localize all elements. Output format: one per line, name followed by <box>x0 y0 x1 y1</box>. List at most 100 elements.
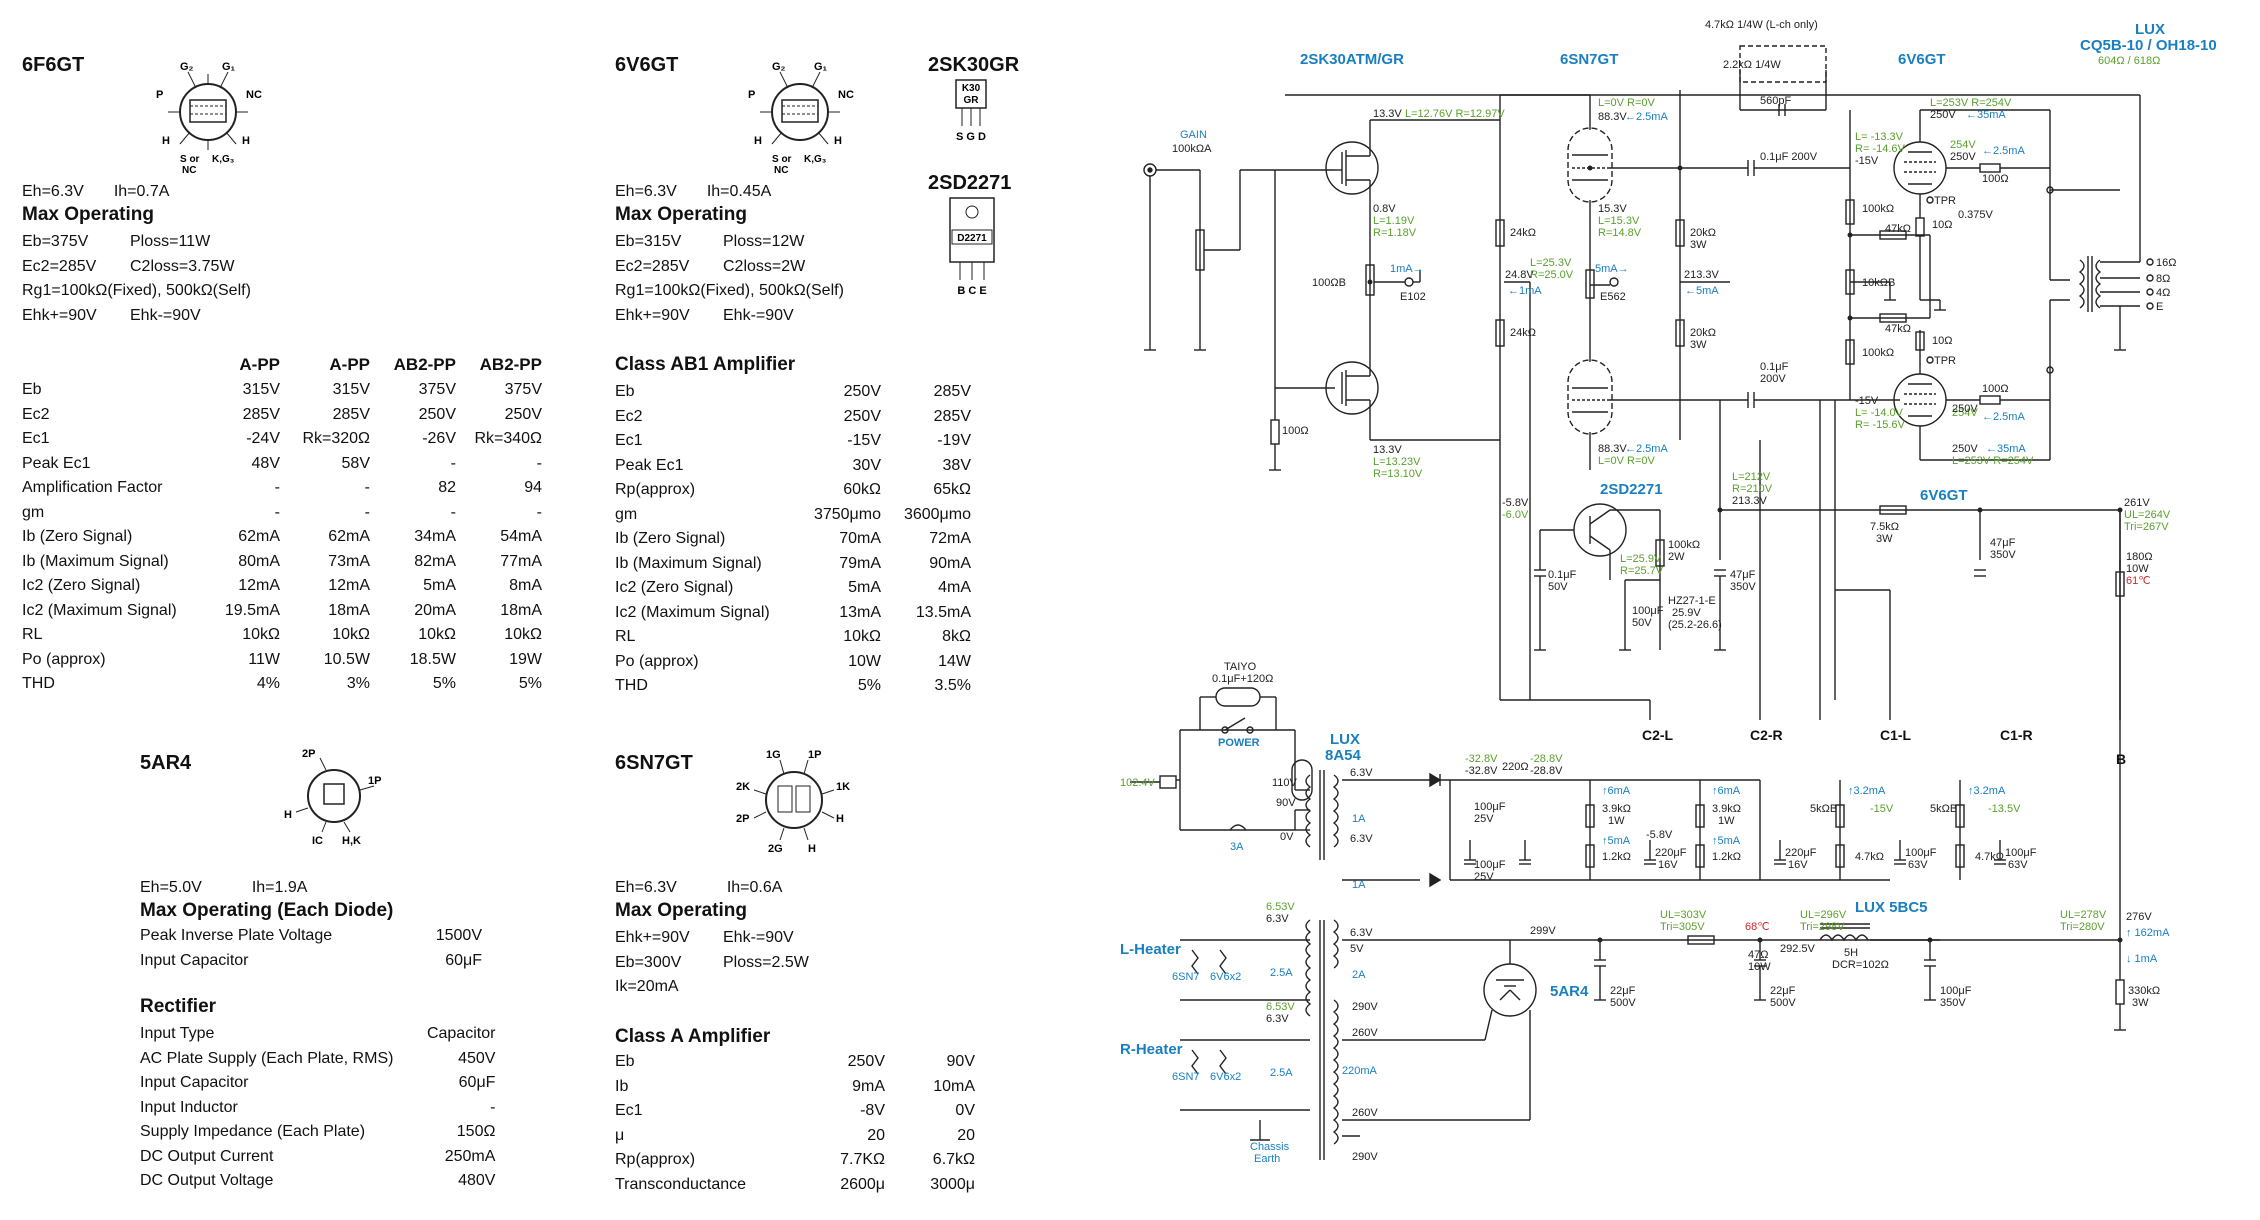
schematic-label-tri305: Tri=305V <box>1660 921 1705 933</box>
schematic-label-ma25: ←2.5mA <box>1625 111 1668 123</box>
schematic-label-r100d: 100Ω <box>1982 383 2009 395</box>
spec-label: Supply Impedance (Each Plate) <box>140 1123 366 1141</box>
6v6gt-class-heading: Class AB1 Amplifier <box>615 354 796 375</box>
schematic-label-v2925: 292.5V <box>1780 943 1816 955</box>
spec-value: - <box>364 479 370 497</box>
spec-label: gm <box>22 503 45 521</box>
svg-text:2K: 2K <box>736 781 750 793</box>
spec-value: 315V <box>242 381 280 399</box>
spec-value: 11W <box>248 650 280 668</box>
eh-value: Eh=6.3V <box>22 183 84 200</box>
svg-text:B: B <box>2116 751 2126 767</box>
schematic-label-ma32b: ↑3.2mA <box>1968 785 2006 797</box>
schematic-label-v58: -5.8V <box>1502 497 1529 509</box>
5ar4-title: 5AR4 <box>1550 983 1589 1000</box>
schematic-label-ma5c: ↑5mA <box>1602 835 1631 847</box>
spec-label: Ec2 <box>22 405 50 423</box>
schematic-label-v60: -6.0V <box>1502 509 1529 521</box>
schematic-label-ul278: UL=278V <box>2060 909 2107 921</box>
spec-label: Rp(approx) <box>615 1151 696 1169</box>
spec-row: Supply Impedance (Each Plate)150Ω <box>136 1120 499 1145</box>
spec-value: 82mA <box>414 552 456 570</box>
schematic-label-r100k3: 100kΩ <box>1668 539 1700 551</box>
schematic-label-c100v: 50V <box>1632 617 1652 629</box>
2sd2271-title: 2SD2271 <box>928 172 1012 194</box>
schematic-label-v250b: 250V <box>1950 151 1976 163</box>
schematic-label-t1ab: 1A <box>1352 879 1366 891</box>
schematic-label-r39kb: 3.9kΩ <box>1712 803 1741 815</box>
schematic-label-r75k: 7.5kΩ <box>1870 521 1899 533</box>
spec-value: 7.7KΩ <box>840 1151 885 1169</box>
schematic-label-v2133b: 213.3V <box>1732 495 1768 507</box>
svg-text:604Ω / 618Ω: 604Ω / 618Ω <box>2098 55 2160 67</box>
schematic-label-c220bv: 16V <box>1788 859 1808 871</box>
spec-value: 6.7kΩ <box>932 1151 975 1169</box>
pin-h1-label: H <box>162 135 170 147</box>
schematic-label-ul303: UL=303V <box>1660 909 1707 921</box>
spec-value: 285V <box>933 407 971 425</box>
schematic-label-c100fv: 350V <box>1940 997 1966 1009</box>
schematic-label-o8: 8Ω <box>2156 273 2170 285</box>
schematic-label-t5v: 5V <box>1350 943 1364 955</box>
spec-label: Ec2 <box>615 407 643 425</box>
pin-nc-label: NC <box>246 89 262 101</box>
schematic-label-ma25b: ←2.5mA <box>1625 443 1668 455</box>
spec-value: 285V <box>933 383 971 401</box>
schematic-label-c220b: 220μF <box>1785 847 1817 859</box>
spec-label: RL <box>615 628 636 646</box>
6sn7gt-class-heading: Class A Amplifier <box>615 1026 771 1047</box>
spec-value: 20mA <box>414 601 456 619</box>
schematic-label-c01b2: 200V <box>1760 373 1786 385</box>
amplifier-schematic: 2SK30ATM/GR 6SN7GT 6V6GT LUX CQ5B-10 / O… <box>1120 19 2217 1165</box>
spec-value: 12mA <box>238 577 280 595</box>
svg-text:1K: 1K <box>836 781 850 793</box>
r-heater-title: R-Heater <box>1120 1041 1183 1058</box>
schematic-label-c47: 47μF <box>1990 537 2016 549</box>
spec-label: Ic2 (Maximum Signal) <box>22 601 177 619</box>
sd2271-title: 2SD2271 <box>1600 481 1663 498</box>
schematic-label-r39kw: 1W <box>1608 815 1625 827</box>
svg-text:NC: NC <box>182 165 196 174</box>
spec-value: 250V <box>847 1053 885 1071</box>
schematic-label-r5kb: 5kΩB <box>1810 803 1837 815</box>
lux-8a54-title: LUX <box>1330 731 1360 748</box>
spec-label: Ib (Maximum Signal) <box>22 552 169 570</box>
svg-text:H: H <box>834 135 842 147</box>
sn7-stage-title: 6SN7GT <box>1560 51 1618 68</box>
spec-value: 250V <box>843 383 881 401</box>
lux-5bc5-title: LUX 5BC5 <box>1855 899 1928 916</box>
schematic-label-t290: 290V <box>1352 1001 1378 1013</box>
schematic-label-t110: 110V <box>1272 777 1298 789</box>
6v6gt-maxop-heading: Max Operating <box>615 204 747 225</box>
schematic-label-ma162: ↑ 162mA <box>2126 927 2170 939</box>
gain-value: 100kΩA <box>1172 143 1212 155</box>
schematic-label-ma1: 1mA→ <box>1390 263 1424 275</box>
spec-value: 375V <box>504 381 542 399</box>
schematic-label-h6sn7b: 6SN7 <box>1172 1071 1200 1083</box>
schematic-label-c22v: 500V <box>1610 997 1636 1009</box>
schematic-label-l253b: L=253V R=254V <box>1952 455 2034 467</box>
spec-value: 30V <box>852 456 881 474</box>
spec-label: μ <box>615 1126 625 1144</box>
spec-label: Ec1 <box>615 432 643 450</box>
tube-6v6gt-title: 6V6GT <box>615 54 679 76</box>
schematic-label-r24k2: 24kΩ <box>1510 327 1536 339</box>
schematic-label-h63b: 6.3V <box>1266 1013 1289 1025</box>
spec-value: Rk=320Ω <box>302 430 370 448</box>
spec-label: Peak Ec1 <box>22 454 91 472</box>
schematic-label-hz2: 25.9V <box>1672 607 1701 619</box>
spec-value: 2600μ <box>840 1175 885 1193</box>
spec-value: 10mA <box>933 1077 975 1095</box>
schematic-label-tri298: Tri=298V <box>1800 921 1845 933</box>
schematic-label-fb_res: 4.7kΩ 1/4W (L-ch only) <box>1705 19 1818 31</box>
spec-value: 94 <box>524 479 542 497</box>
